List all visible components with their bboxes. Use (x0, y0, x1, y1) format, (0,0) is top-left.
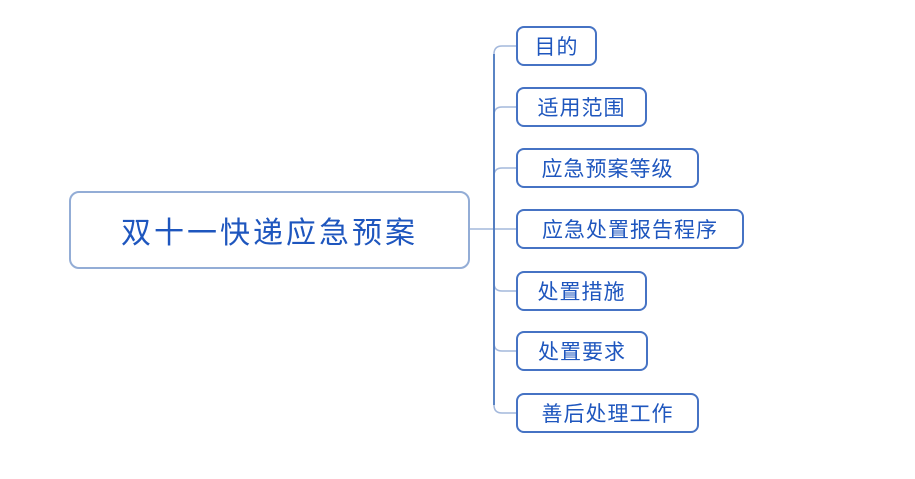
node-aftermath[interactable]: 善后处理工作 (516, 393, 699, 433)
node-requirements-label: 处置要求 (538, 340, 626, 364)
node-root-label: 双十一快递应急预案 (121, 217, 418, 250)
node-purpose-label: 目的 (534, 35, 579, 59)
node-aftermath-label: 善后处理工作 (541, 402, 674, 426)
node-measures-label: 处置措施 (537, 280, 626, 304)
connector-to-purpose (493, 45, 516, 229)
connector-to-measures (493, 229, 516, 292)
node-root[interactable]: 双十一快递应急预案 (69, 191, 470, 269)
node-purpose[interactable]: 目的 (516, 26, 597, 66)
node-plan-level-label: 应急预案等级 (541, 157, 674, 181)
connector-to-aftermath (493, 229, 516, 414)
connector-to-plan-level (493, 167, 516, 229)
node-report-procedure-label: 应急处置报告程序 (542, 218, 718, 242)
node-requirements[interactable]: 处置要求 (516, 331, 648, 371)
node-report-procedure[interactable]: 应急处置报告程序 (516, 209, 744, 249)
node-plan-level[interactable]: 应急预案等级 (516, 148, 699, 188)
node-scope[interactable]: 适用范围 (516, 87, 647, 127)
node-measures[interactable]: 处置措施 (516, 271, 647, 311)
node-scope-label: 适用范围 (537, 96, 626, 120)
